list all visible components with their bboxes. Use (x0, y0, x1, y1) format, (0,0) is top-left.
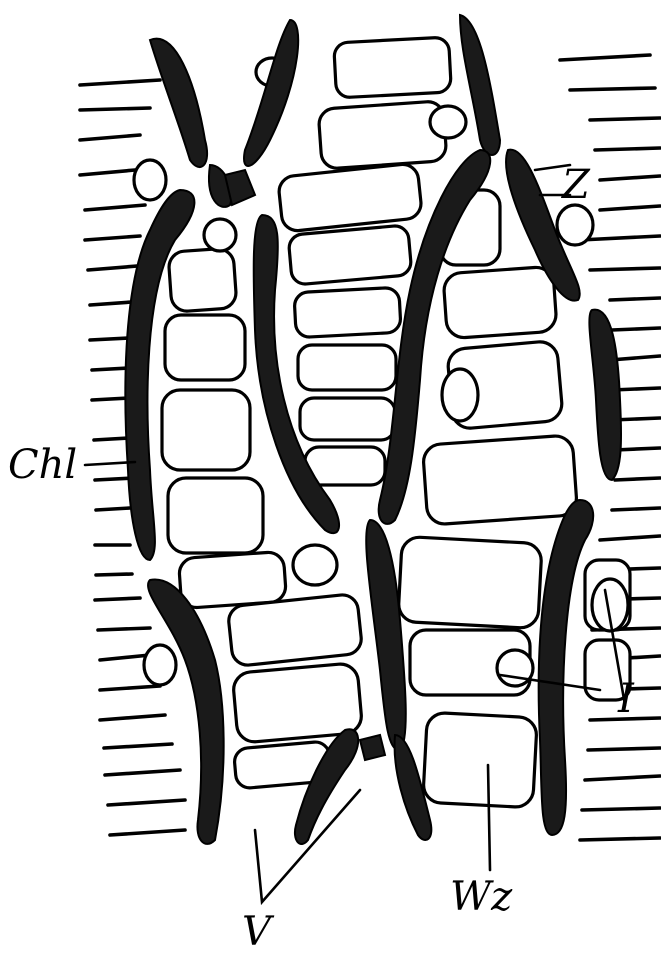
label-z: Z (560, 162, 591, 208)
label-wz: Wz (450, 874, 513, 920)
label-v: V (242, 909, 275, 954)
label-chl: Chl (8, 442, 77, 488)
label-i: I (617, 676, 635, 722)
